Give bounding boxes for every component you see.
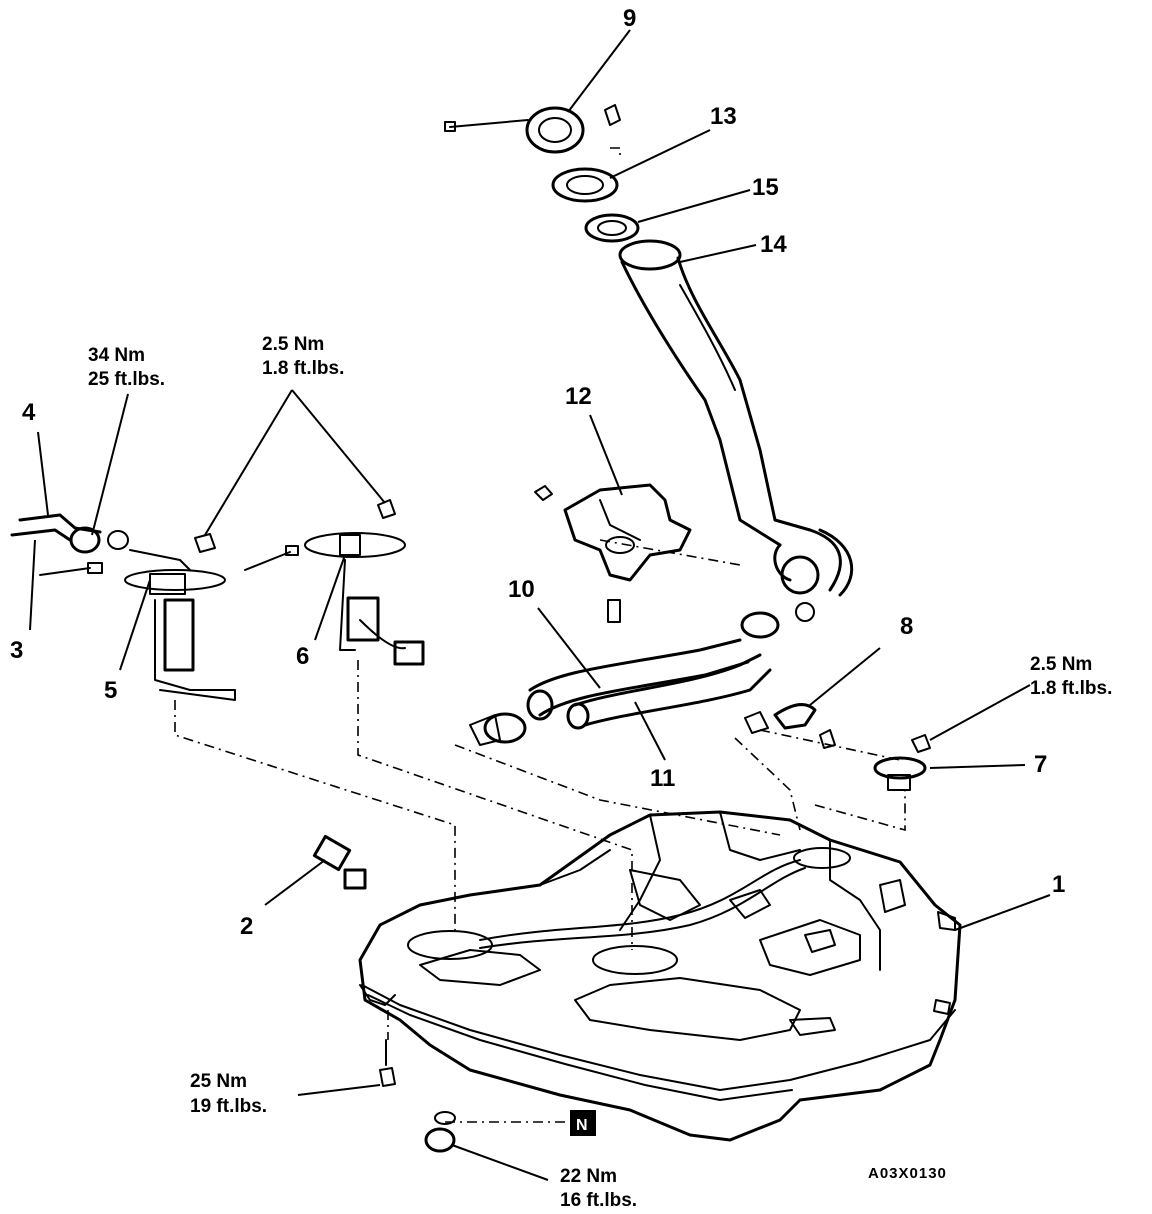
callout-9: 9 — [623, 5, 636, 32]
filler-neck-14 — [618, 239, 854, 597]
fuel-pump-sender-5 — [124, 549, 236, 701]
callout-7: 7 — [1034, 751, 1047, 778]
callout-5: 5 — [104, 677, 117, 704]
mount-bolt-left — [379, 1039, 396, 1087]
torque-34-nm: 34 Nm — [88, 345, 145, 366]
callout-3: 3 — [10, 637, 23, 664]
torque-2-5-top-ftlbs: 1.8 ft.lbs. — [262, 358, 344, 379]
torque-25-ftlbs: 19 ft.lbs. — [190, 1096, 267, 1117]
fuel-line-4 — [10, 513, 129, 576]
bracket-12 — [534, 483, 692, 623]
filler-cap-9 — [444, 104, 621, 154]
non-reusable-badge: N — [570, 1110, 596, 1136]
figure-reference: A03X0130 — [868, 1165, 947, 1182]
torque-25-nm: 25 Nm — [190, 1071, 247, 1092]
torque-34-ftlbs: 25 ft.lbs. — [88, 369, 165, 390]
torque-2-5-right-nm: 2.5 Nm — [1030, 654, 1092, 675]
badge-label: N — [576, 1117, 588, 1134]
fuel-gauge-sender-6 — [304, 532, 425, 666]
gasket-13 — [551, 167, 619, 203]
callout-1: 1 — [1052, 871, 1065, 898]
vent-hose-8 — [744, 703, 836, 749]
callout-10: 10 — [508, 576, 535, 603]
callout-15: 15 — [752, 174, 779, 201]
callout-2: 2 — [240, 913, 253, 940]
callout-13: 13 — [710, 103, 737, 130]
callout-14: 14 — [760, 231, 787, 258]
fuel-tank — [358, 810, 962, 1142]
callout-12: 12 — [565, 383, 592, 410]
callout-8: 8 — [900, 613, 913, 640]
small-fittings — [194, 499, 396, 571]
callout-6: 6 — [296, 643, 309, 670]
torque-22-nm: 22 Nm — [560, 1166, 617, 1187]
torque-2-5-right-ftlbs: 1.8 ft.lbs. — [1030, 678, 1112, 699]
assembly-lines — [174, 147, 906, 1123]
torque-22-ftlbs: 16 ft.lbs. — [560, 1190, 637, 1211]
gasket-15 — [584, 213, 640, 243]
hose-10 — [526, 638, 750, 721]
hose-clamps — [469, 602, 815, 746]
leader-lines — [29, 29, 1051, 1181]
hose-11 — [566, 653, 772, 730]
torque-2-5-top-nm: 2.5 Nm — [262, 334, 324, 355]
plug-2 — [312, 834, 367, 890]
callout-4: 4 — [22, 399, 36, 426]
vent-valve-7 — [873, 734, 931, 791]
drain-plug — [424, 1111, 456, 1153]
callout-11: 11 — [650, 765, 675, 792]
